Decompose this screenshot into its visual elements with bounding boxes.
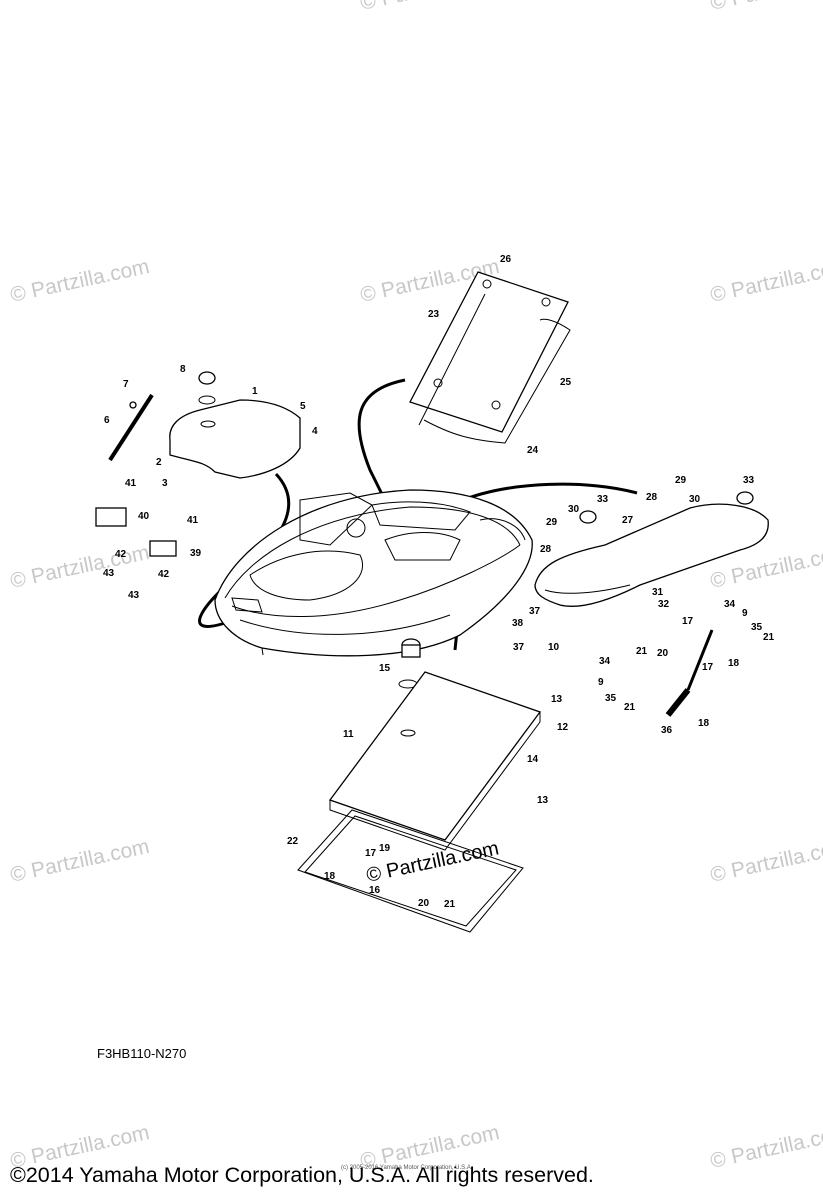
callout: 8 <box>180 364 186 375</box>
callout: 33 <box>597 494 609 505</box>
callout: 22 <box>287 836 299 847</box>
callout: 28 <box>540 544 552 555</box>
part-36-gas-strut <box>665 629 714 717</box>
watermark: © Partzilla.com <box>8 835 151 887</box>
callout: 13 <box>537 795 549 806</box>
callout: 10 <box>548 642 560 653</box>
callout: 31 <box>652 587 664 598</box>
callout: 23 <box>428 309 440 320</box>
callout: 15 <box>379 663 391 674</box>
callout: 3 <box>162 478 168 489</box>
callout: 1 <box>252 386 258 397</box>
callout: 4 <box>312 426 318 437</box>
callout: 41 <box>125 478 137 489</box>
part-6-rod <box>108 393 154 462</box>
callout: 33 <box>743 475 755 486</box>
callout: 21 <box>763 632 775 643</box>
callout: 39 <box>190 548 202 559</box>
callout: 13 <box>551 694 563 705</box>
callout: 37 <box>529 606 541 617</box>
callout: 16 <box>369 885 381 896</box>
watermark: © Partzilla.com <box>708 835 823 887</box>
callout: 12 <box>557 722 569 733</box>
callout: 43 <box>103 568 115 579</box>
callout: 26 <box>500 254 512 265</box>
callout: 29 <box>675 475 687 486</box>
callout: 43 <box>128 590 140 601</box>
micro-copyright: (c) 2005-2016 Yamaha Motor Corporation, … <box>341 1165 473 1171</box>
callout: 20 <box>657 648 669 659</box>
callout: 18 <box>698 718 710 729</box>
watermark: © Partzilla.com <box>708 255 823 307</box>
callout: 19 <box>379 843 391 854</box>
callout: 5 <box>300 401 306 412</box>
part-11-seat-lid <box>328 671 542 851</box>
callout: 35 <box>605 693 617 704</box>
callout: 17 <box>365 848 377 859</box>
cable <box>457 482 638 504</box>
callout: 18 <box>728 658 740 669</box>
callout: 21 <box>624 702 636 713</box>
part-23-hatch-lid <box>409 271 571 444</box>
callout: 20 <box>418 898 430 909</box>
callout-layer: 1 2 3 4 5 6 7 8 9 9 10 11 12 13 13 14 15… <box>103 254 775 910</box>
watermark: © Partzilla.com <box>708 0 823 15</box>
callout: 11 <box>343 729 354 740</box>
callout: 34 <box>724 599 736 610</box>
callout: 34 <box>599 656 611 667</box>
callout: 6 <box>104 415 110 426</box>
callout: 21 <box>636 646 648 657</box>
part-27-seat-base <box>534 503 769 607</box>
callout: 7 <box>123 379 129 390</box>
callout: 40 <box>138 511 150 522</box>
callout: 35 <box>751 622 763 633</box>
callout: 32 <box>658 599 670 610</box>
callout: 27 <box>622 515 634 526</box>
callout: 42 <box>115 549 127 560</box>
callout: 29 <box>546 517 558 528</box>
watermark: © Partzilla.com <box>8 255 151 307</box>
callout: 9 <box>742 608 748 619</box>
part-1-front-cover <box>169 399 301 479</box>
callout: 25 <box>560 377 572 388</box>
watermark: © Partzilla.com <box>358 0 501 15</box>
callout: 41 <box>187 515 199 526</box>
callout: 38 <box>512 618 524 629</box>
boat-hull <box>214 489 533 657</box>
ventilator-caps <box>198 371 754 689</box>
callout: 37 <box>513 642 525 653</box>
diagram-reference-code: F3HB110-N270 <box>97 1046 187 1061</box>
callout: 24 <box>527 445 539 456</box>
callout: 2 <box>156 457 162 468</box>
part-22-frame <box>297 809 524 933</box>
callout: 30 <box>568 504 580 515</box>
callout: 17 <box>702 662 714 673</box>
callout: 9 <box>598 677 604 688</box>
battery-brackets <box>95 507 177 557</box>
callout: 21 <box>444 899 456 910</box>
callout: 42 <box>158 569 170 580</box>
callout: 36 <box>661 725 673 736</box>
callout: 18 <box>324 871 336 882</box>
watermark: © Partzilla.com <box>8 541 151 593</box>
callout: 14 <box>527 754 539 765</box>
copyright-notice: ©2014 Yamaha Motor Corporation, U.S.A. A… <box>10 1163 594 1187</box>
callout: 17 <box>682 616 694 627</box>
callout: 30 <box>689 494 701 505</box>
callout: 28 <box>646 492 658 503</box>
